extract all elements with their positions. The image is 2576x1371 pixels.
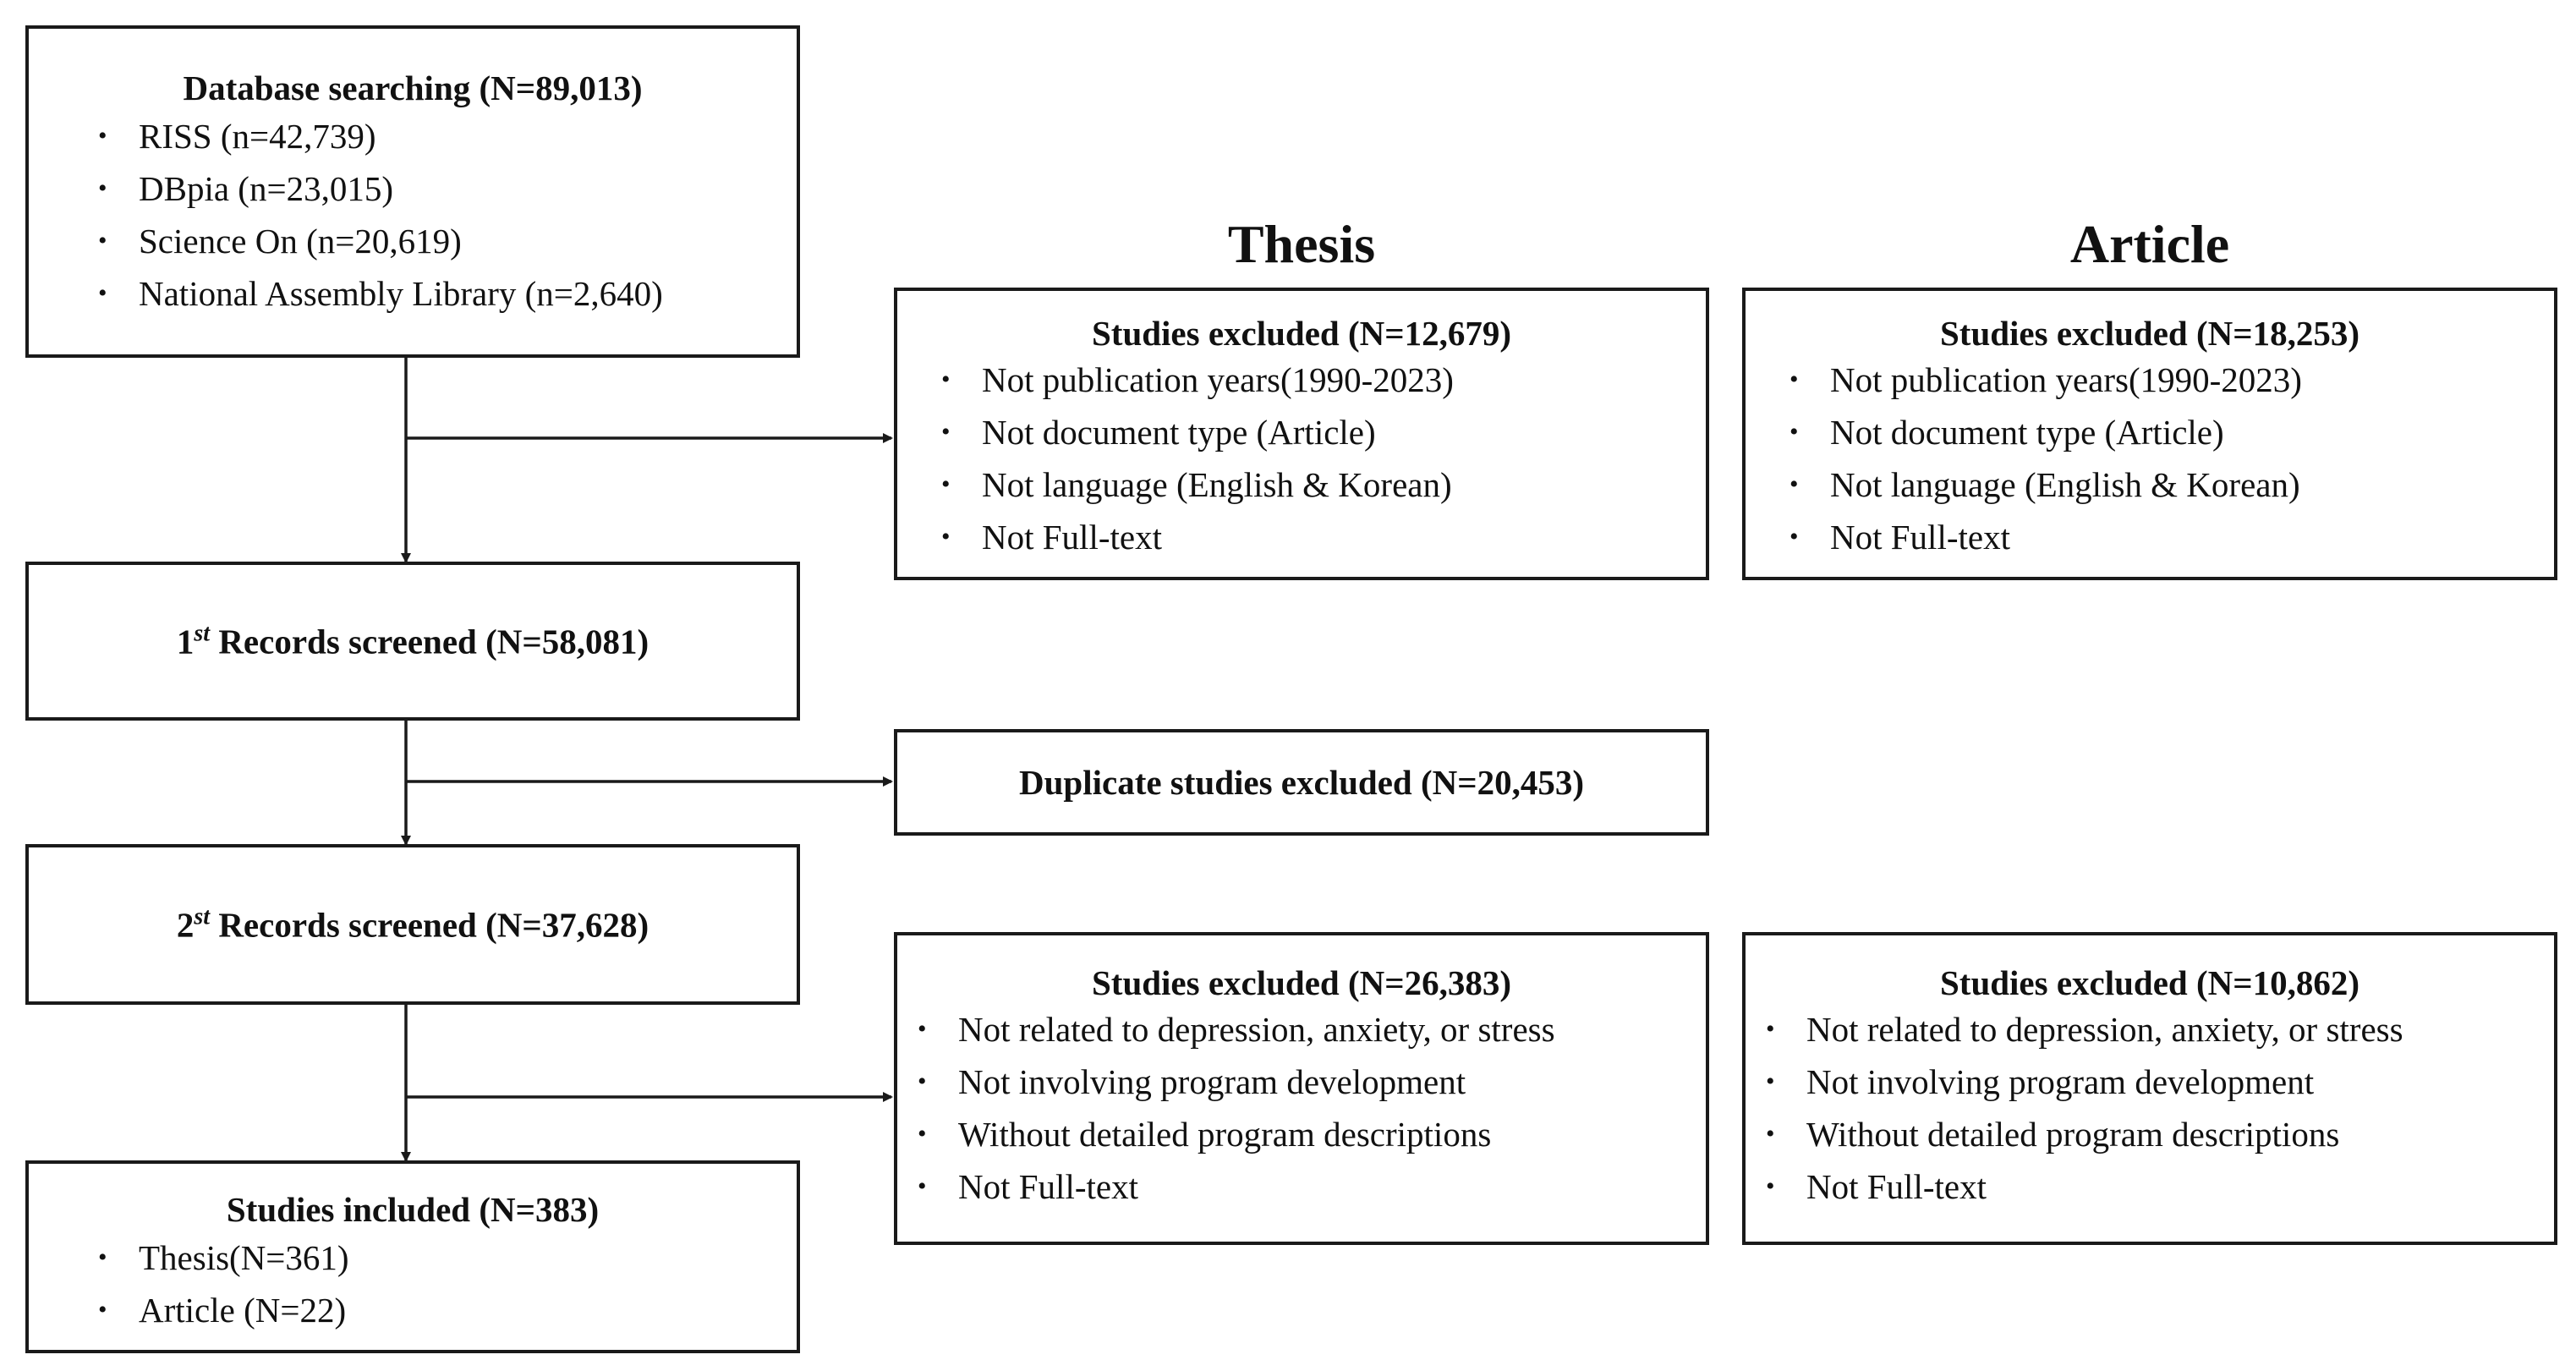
list-item: Science On (n=20,619) bbox=[88, 215, 797, 267]
excluded-thesis-list-2: Not related to depression, anxiety, or s… bbox=[907, 1003, 1706, 1213]
database-searching-box: Database searching (N=89,013) RISS (n=42… bbox=[25, 25, 800, 358]
excluded-article-box-1: Studies excluded (N=18,253) Not publicat… bbox=[1742, 288, 2557, 580]
studies-included-title: Studies included (N=383) bbox=[226, 1190, 600, 1229]
excluded-article-title-1: Studies excluded (N=18,253) bbox=[1939, 314, 2360, 353]
list-item: Thesis(N=361) bbox=[88, 1231, 797, 1284]
excluded-article-list-2: Not related to depression, anxiety, or s… bbox=[1756, 1003, 2554, 1213]
list-item: Not language (English & Korean) bbox=[1779, 458, 2554, 511]
list-item: Not Full-text bbox=[1756, 1160, 2554, 1213]
list-item: Not involving program development bbox=[1756, 1056, 2554, 1108]
excluded-thesis-list-1: Not publication years(1990-2023) Not doc… bbox=[931, 354, 1706, 563]
excluded-article-box-2: Studies excluded (N=10,862) Not related … bbox=[1742, 932, 2557, 1245]
list-item: Not Full-text bbox=[907, 1160, 1706, 1213]
database-searching-title: Database searching (N=89,013) bbox=[183, 69, 643, 107]
list-item: Article (N=22) bbox=[88, 1284, 797, 1336]
list-item: Not Full-text bbox=[931, 511, 1706, 563]
studies-included-box: Studies included (N=383) Thesis(N=361) A… bbox=[25, 1160, 800, 1353]
list-item: Not publication years(1990-2023) bbox=[1779, 354, 2554, 406]
duplicate-excluded-box: Duplicate studies excluded (N=20,453) bbox=[894, 729, 1709, 836]
column-heading-thesis: Thesis bbox=[1227, 214, 1376, 274]
excluded-thesis-title-2: Studies excluded (N=26,383) bbox=[1091, 963, 1512, 1002]
list-item: Not Full-text bbox=[1779, 511, 2554, 563]
excluded-article-title-2: Studies excluded (N=10,862) bbox=[1939, 963, 2360, 1002]
second-records-screened-box: 2st Records screened (N=37,628) bbox=[25, 844, 800, 1005]
first-records-screened-title: 1st Records screened (N=58,081) bbox=[176, 620, 649, 661]
list-item: Not related to depression, anxiety, or s… bbox=[1756, 1003, 2554, 1056]
column-heading-article: Article bbox=[2069, 214, 2230, 274]
list-item: Not language (English & Korean) bbox=[931, 458, 1706, 511]
database-list: RISS (n=42,739) DBpia (n=23,015) Science… bbox=[88, 110, 797, 320]
list-item: Not publication years(1990-2023) bbox=[931, 354, 1706, 406]
list-item: Without detailed program descriptions bbox=[1756, 1108, 2554, 1160]
excluded-article-list-1: Not publication years(1990-2023) Not doc… bbox=[1779, 354, 2554, 563]
excluded-thesis-title-1: Studies excluded (N=12,679) bbox=[1091, 314, 1512, 353]
list-item: Not involving program development bbox=[907, 1056, 1706, 1108]
excluded-thesis-box-1: Studies excluded (N=12,679) Not publicat… bbox=[894, 288, 1709, 580]
included-list: Thesis(N=361) Article (N=22) bbox=[88, 1231, 797, 1336]
list-item: National Assembly Library (n=2,640) bbox=[88, 267, 797, 320]
list-item: Not related to depression, anxiety, or s… bbox=[907, 1003, 1706, 1056]
list-item: RISS (n=42,739) bbox=[88, 110, 797, 162]
first-records-screened-box: 1st Records screened (N=58,081) bbox=[25, 562, 800, 721]
list-item: Not document type (Article) bbox=[931, 406, 1706, 458]
duplicate-excluded-title: Duplicate studies excluded (N=20,453) bbox=[1019, 763, 1584, 802]
excluded-thesis-box-2: Studies excluded (N=26,383) Not related … bbox=[894, 932, 1709, 1245]
second-records-screened-title: 2st Records screened (N=37,628) bbox=[176, 903, 649, 945]
list-item: Without detailed program descriptions bbox=[907, 1108, 1706, 1160]
list-item: Not document type (Article) bbox=[1779, 406, 2554, 458]
list-item: DBpia (n=23,015) bbox=[88, 162, 797, 215]
